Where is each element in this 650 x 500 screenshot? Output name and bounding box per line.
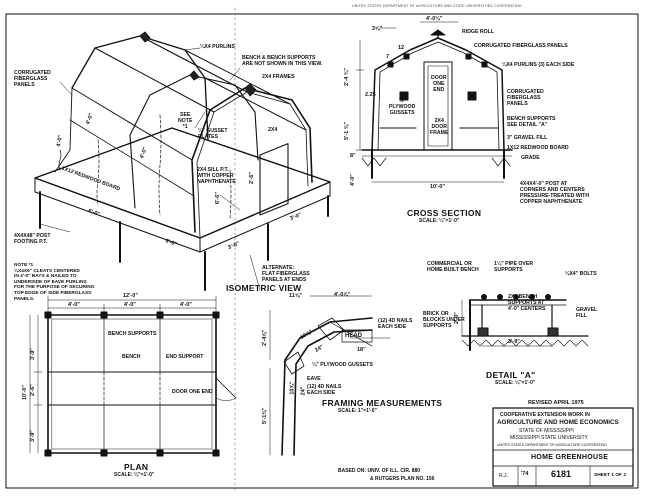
cs-grade-label: GRADE	[521, 155, 540, 161]
tb-year: '74	[521, 471, 529, 477]
plan-dim-seg-3: 4'-0"	[180, 302, 192, 308]
tb-line-4: MISSISSIPPI STATE UNIVERSITY	[510, 435, 588, 441]
cross-section-drawing	[356, 22, 512, 182]
cs-gravel-label: 3" GRAVEL FILL	[507, 135, 548, 141]
cs-redwood-label: 1x12 REDWOOD BOARD	[507, 145, 569, 151]
framing-drawing	[270, 296, 390, 455]
plan-bench-supports-label: BENCH SUPPORTS	[108, 331, 157, 337]
iso-gusset-label: ¼" GUSSET PLATES	[198, 128, 228, 140]
cross-section-title: CROSS SECTION	[407, 208, 482, 218]
cs-corrugated-label-2: CORRUGATED FIBERGLASS PANELS	[507, 89, 544, 107]
revised-date: REVISED APRIL 1975	[528, 400, 584, 406]
based-on-line-2: & RUTGERS PLAN NO. 156	[370, 476, 435, 482]
cs-dim-10-0: 10'-0"	[430, 184, 445, 190]
iso-2x4-label: 2x4	[268, 127, 278, 133]
fm-dim-top: 4'-0⅝"	[334, 292, 351, 298]
based-on-line-1: BASED ON: UNIV. OF ILL. CIR. 880	[338, 468, 421, 474]
title-block-frame	[493, 408, 633, 486]
iso-sill-label: 2x4 SILL P.T. WITH COPPER NAPHTHENATE	[197, 167, 236, 185]
fm-nails-top-label: (12) 4d NAILS EACH SIDE	[378, 318, 413, 330]
plan-dim-side-2: 2'-6"	[30, 384, 36, 396]
iso-bench-supports-note: BENCH & BENCH SUPPORTS ARE NOT SHOWN IN …	[242, 55, 323, 67]
detail-a-scale: SCALE: ¼"=1'-0"	[495, 380, 536, 386]
plan-dim-overall: 10'-0"	[22, 385, 28, 400]
cs-dim-2-25: 2.25	[365, 92, 376, 98]
tb-initials: R.J.	[499, 473, 508, 479]
plan-dim-seg-2: 4'-0"	[124, 302, 136, 308]
tb-sheet: SHEET 1 OF 2	[594, 473, 626, 478]
plan-dim-seg-1: 4'-0"	[68, 302, 80, 308]
plan-door-label: DOOR ONE END	[172, 389, 213, 395]
da-dim-3-9: 3'-9"	[508, 339, 520, 345]
fm-gussets-label: ¼" PLYWOOD GUSSETS	[312, 362, 373, 368]
fm-nails-eave-label: (12) 4d NAILS EACH SIDE	[307, 384, 342, 396]
fm-head-label: HEAD	[345, 333, 363, 339]
plan-drawing	[30, 296, 236, 456]
tb-line-5: UNITED STATES DEPARTMENT OF AGRICULTURE …	[497, 443, 607, 447]
detail-a-drawing	[462, 295, 588, 351]
cs-dim-top: 4'-0¼"	[426, 16, 443, 22]
cs-dim-8: 8"	[350, 153, 356, 159]
da-bolts-label: ¼x4" BOLTS	[565, 271, 597, 277]
iso-dim-2-6: 2'-6"	[248, 172, 255, 184]
cs-dim-2-4: 2'-4 ¾"	[344, 68, 350, 86]
iso-corrugated-label: CORRUGATED FIBERGLASS PANELS	[14, 70, 51, 88]
da-bench-supports-label: 2x6 BENCH SUPPORTS AT 4'-0" CENTERS	[508, 294, 546, 312]
cs-dim-4-0: 4'-0"	[350, 174, 356, 186]
iso-post-label: 4x4x48" POST FOOTING P.T.	[14, 233, 51, 245]
cs-bench-supports-label: BENCH SUPPORTS SEE DETAIL "A"	[507, 116, 556, 128]
isometric-title: ISOMETRIC VIEW	[226, 283, 302, 293]
da-pipe-label: 1¼" PIPE OVER SUPPORTS	[494, 261, 534, 273]
plan-scale: SCALE: ⅛"=1'-0"	[114, 472, 155, 478]
iso-see-note-label: SEE NOTE *1	[178, 112, 193, 130]
fm-dim-11: 11⅝"	[289, 293, 303, 299]
framing-scale: SCALE: 1"=1'-0"	[338, 408, 377, 414]
tb-line-3: STATE OF MISSISSIPPI	[519, 428, 574, 434]
sheet-border	[6, 14, 638, 488]
da-brick-label: BRICK OR BLOCKS UNDER SUPPORTS	[423, 311, 465, 329]
isometric-drawing	[35, 32, 330, 290]
plan-title: PLAN	[124, 462, 149, 472]
cs-ridge-label: RIDGE ROLL	[462, 29, 494, 35]
framing-title: FRAMING MEASUREMENTS	[322, 398, 443, 408]
plan-dim-side-1: 3'-9"	[30, 348, 36, 360]
cs-post-label: 4x4x4'-0" POST AT CORNERS AND CENTERS PR…	[520, 181, 590, 205]
cs-dim-3-5-8: 3⅝"	[372, 26, 383, 32]
cs-corrugated-label: CORRUGATED FIBERGLASS PANELS	[474, 43, 568, 49]
plan-dim-side-3: 3'-9"	[30, 430, 36, 442]
fm-dim-18: 18"	[357, 347, 366, 353]
cross-section-scale: SCALE: ¼"=1'-0"	[419, 218, 460, 224]
iso-alternate-label: ALTERNATE: FLAT FIBERGLASS PANELS AT END…	[262, 265, 310, 283]
iso-note-1: NOTE *1 ¼x4x6" CLEATS CENTERED IN 4'-0" …	[14, 263, 95, 302]
top-bar-text: UNITED STATES DEPARTMENT OF AGRICULTURE …	[352, 4, 522, 8]
detail-a-title: DETAIL "A"	[486, 370, 536, 380]
da-commercial-label: COMMERCIAL OR HOME BUILT BENCH	[427, 261, 479, 273]
iso-frames-label: 2x4 FRAMES	[262, 74, 295, 80]
plan-bench-label: BENCH	[122, 354, 141, 360]
tb-line-2: AGRICULTURE AND HOME ECONOMICS	[497, 419, 619, 426]
cs-door-label: DOOR ONE END	[431, 75, 447, 93]
cs-door-frame-label: 2x4 DOOR FRAME	[430, 118, 449, 136]
iso-dim-6-6: 6'-6"	[214, 192, 221, 204]
fm-dim-5-1: 5'-1⅜"	[262, 407, 268, 424]
da-gravel-label: GRAVEL FILL	[576, 307, 598, 319]
fm-eave-label: EAVE	[307, 376, 321, 382]
plan-dim-12-0: 12'-0"	[123, 293, 138, 299]
cs-dim-7: 7	[386, 54, 390, 60]
fm-dim-24b: 24"	[300, 386, 307, 396]
cs-purlins-label: ¼x4 PURLINS (3) EACH SIDE	[502, 62, 575, 68]
cs-plywood-label: ¼" PLYWOOD GUSSETS	[389, 98, 416, 116]
tb-drawing-title: HOME GREENHOUSE	[531, 454, 609, 461]
plan-end-support-label: END SUPPORT	[166, 354, 204, 360]
fm-dim-10b: 10⅝"	[289, 381, 296, 395]
iso-purlins-label: ¼x4 PURLINS	[200, 44, 235, 50]
tb-number: 6181	[551, 469, 572, 479]
cs-dim-12: 12	[398, 45, 405, 51]
fm-dim-2-4: 2'-4⅝"	[262, 329, 268, 346]
tb-line-1: COOPERATIVE EXTENSION WORK IN	[500, 412, 590, 418]
cs-dim-5-1: 5'-1 ⅜"	[344, 122, 350, 140]
